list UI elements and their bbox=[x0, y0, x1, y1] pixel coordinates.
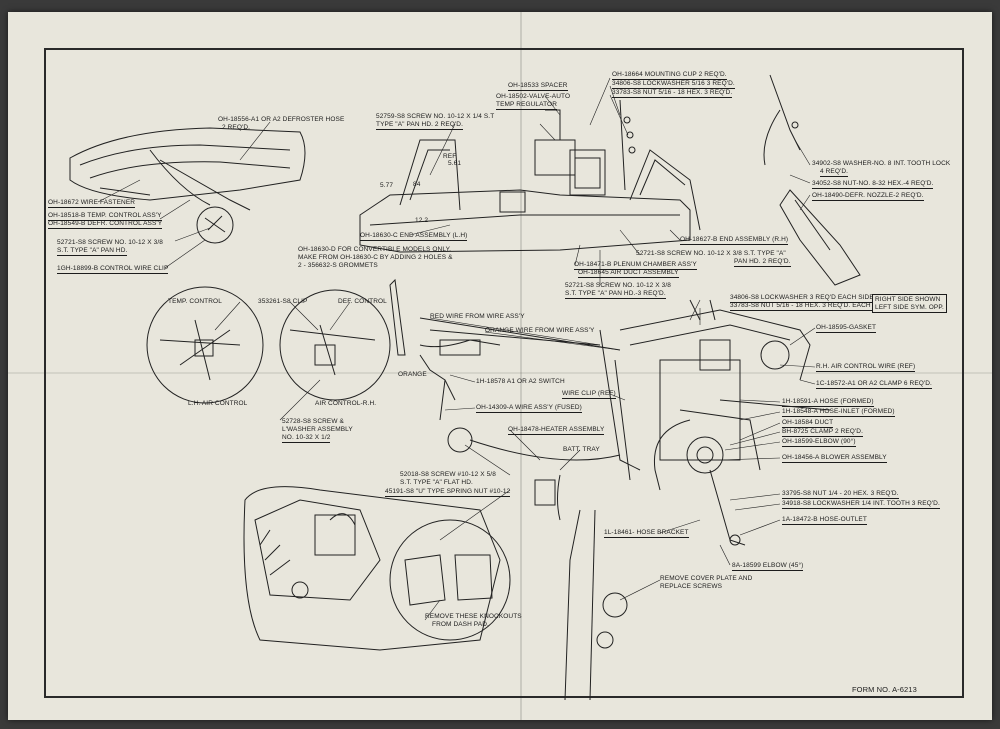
leader-lines bbox=[97, 77, 816, 621]
label-blower: OH-18456-A BLOWER ASSEMBLY bbox=[782, 454, 887, 463]
label-red-wire: RED WIRE FROM WIRE ASS'Y bbox=[430, 313, 525, 320]
label-plenum: OH-18471-B PLENUM CHAMBER ASS'Y bbox=[574, 261, 697, 270]
label-clamp-18572: 1C-18572-A1 OR A2 CLAMP 6 REQ'D. bbox=[816, 380, 932, 389]
label-defr-control-assy: OH-18549-B DEFR. CONTROL ASS'Y bbox=[48, 220, 163, 229]
label-lockwasher-34806-b: 34806-S8 LOCKWASHER 3 REQ'D EACH SIDE bbox=[730, 294, 874, 303]
label-nut-45191: 45191-S8 "U" TYPE SPRING NUT #10-12 bbox=[385, 488, 511, 497]
label-temp-control-assy: OH-18518-B TEMP. CONTROL ASS'Y bbox=[48, 212, 162, 221]
label-switch: 1H-18578 A1 OR A2 SWITCH bbox=[476, 378, 565, 385]
label-hose-bracket: 1L-18461- HOSE BRACKET bbox=[604, 529, 689, 538]
label-end-assy-lh: OH-18630-C END ASSEMBLY (L.H) bbox=[360, 232, 468, 241]
label-control-wire-clip: 1GH-18899-B CONTROL WIRE CLIP bbox=[57, 265, 169, 274]
label-ref: REF bbox=[443, 153, 457, 160]
label-screw-52728: 52728-S8 SCREW & bbox=[282, 418, 344, 425]
label-wire-clip-ref: WIRE CLIP (REF) bbox=[562, 390, 616, 399]
label-ref-561: 5.61 bbox=[448, 160, 462, 167]
label-nut-33783-b: 33783-S8 NUT 5/16 - 18 HEX. 3 REQ'D. EAC… bbox=[730, 302, 889, 311]
label-lockwasher-34806: 34806-S8 LOCKWASHER 5/16 3 REQ'D. bbox=[612, 80, 735, 89]
switch-wiring-drawing bbox=[389, 278, 621, 521]
label-duct: OH-18584 DUCT bbox=[782, 419, 834, 428]
label-screw-52728-3: NO. 10-32 X 1/2 bbox=[282, 434, 331, 443]
label-hose-outlet: 1A-18472-B HOSE-OUTLET bbox=[782, 516, 867, 525]
label-elbow-90: OH-18599-ELBOW (90°) bbox=[782, 438, 856, 447]
label-temp-regulator: TEMP REGULATOR bbox=[496, 101, 557, 110]
label-batt-tray: BATT. TRAY bbox=[563, 446, 600, 453]
label-screw-52721-a: 52721-S8 SCREW NO. 10-12 X 3/8 bbox=[57, 239, 163, 246]
label-orange-wire: ORANGE WIRE FROM WIRE ASS'Y bbox=[485, 327, 595, 334]
label-valve-auto: OH-18502-VALVE-AUTO bbox=[496, 93, 571, 100]
label-air-control-rh: AIR CONTROL-R.H. bbox=[315, 400, 377, 407]
label-wire-assy-fused: OH-14309-A WIRE ASS'Y (FUSED) bbox=[476, 404, 582, 413]
label-convertible-3: 2 - 356632-S GROMMETS bbox=[298, 262, 378, 269]
label-rh-air-control-wire: R.H. AIR CONTROL WIRE (REF) bbox=[816, 363, 916, 372]
label-remove-cover-1: REMOVE COVER PLATE AND bbox=[660, 575, 753, 582]
label-convertible-2: MAKE FROM OH-18630-C BY ADDING 2 HOLES & bbox=[298, 254, 453, 261]
detail-circle-def-control bbox=[279, 289, 391, 401]
label-left-side-sym: LEFT SIDE SYM. OPP. bbox=[875, 303, 944, 311]
label-screw-52721-a2: S.T. TYPE "A" PAN HD. bbox=[57, 247, 128, 256]
label-convertible-1: OH-18630-D FOR CONVERTIBLE MODELS ONLY. bbox=[298, 246, 452, 253]
label-screw-52721-c: 52721-S8 SCREW NO. 10-12 X 3/8 bbox=[565, 282, 671, 289]
label-lh-air-control: L.H. AIR CONTROL bbox=[188, 400, 248, 407]
label-temp-control: TEMP. CONTROL bbox=[168, 298, 222, 305]
label-heater-assembly: OH-18478-HEATER ASSEMBLY bbox=[508, 426, 605, 435]
label-defroster-hose-qty: 2 REQ'D. bbox=[222, 124, 251, 131]
label-screw-52759-2: TYPE "A" PAN HD. 2 REQ'D. bbox=[376, 121, 463, 130]
label-screw-52018-2: S.T. TYPE "A" FLAT HD. bbox=[400, 479, 473, 486]
label-washer-34902: 34902-S8 WASHER-NO. 8 INT. TOOTH LOCK bbox=[812, 160, 951, 167]
label-spacer: OH-18533 SPACER bbox=[508, 82, 568, 91]
detail-circle-clip bbox=[196, 206, 234, 244]
label-form-no: FORM NO. A-6213 bbox=[852, 685, 917, 694]
label-def-control: DEF. CONTROL bbox=[338, 298, 387, 305]
label-screw-52721-b2: PAN HD. 2 REQ'D. bbox=[734, 258, 791, 267]
label-air-duct: OH-18645 AIR DUCT ASSEMBLY bbox=[578, 269, 679, 278]
label-screw-52721-b: 52721-S8 SCREW NO. 10-12 X 3/8 S.T. TYPE… bbox=[636, 250, 786, 257]
label-ref-577: 5.77 bbox=[380, 182, 394, 189]
label-knockouts-1: REMOVE THESE KNOCKOUTS bbox=[425, 613, 522, 620]
label-nut-33795: 33795-S8 NUT 1/4 - 20 HEX. 3 REQ'D. bbox=[782, 490, 899, 499]
label-screw-52018: 52018-S8 SCREW #10-12 X 5/8 bbox=[400, 471, 496, 478]
label-right-side-shown: RIGHT SIDE SHOWN bbox=[875, 296, 941, 303]
label-washer-34902-qty: 4 REQ'D. bbox=[820, 168, 849, 177]
label-elbow-45: 8A-18599 ELBOW (45°) bbox=[732, 562, 804, 571]
label-wire-fastener: OH-18672 WIRE FASTENER bbox=[48, 199, 136, 208]
label-screw-52728-2: L'WASHER ASSEMBLY bbox=[282, 426, 353, 433]
label-end-assy-rh: OH-18627-B END ASSEMBLY (R.H) bbox=[680, 236, 789, 245]
label-screw-52721-c2: S.T. TYPE "A" PAN HD.-3 REQ'D. bbox=[565, 290, 666, 299]
dash-panel-drawing bbox=[243, 486, 501, 651]
heater-blower-drawing bbox=[564, 299, 831, 701]
horizontal-fold-line bbox=[8, 372, 992, 374]
label-remove-cover-2: REPLACE SCREWS bbox=[660, 583, 723, 590]
label-clamp-8725: BH-8725 CLAMP 2 REQ'D. bbox=[782, 428, 863, 437]
label-gasket: OH-18595-GASKET bbox=[816, 324, 877, 333]
label-hose-inlet: 1H-18548-A HOSE-INLET (FORMED) bbox=[782, 408, 895, 417]
label-defr-nozzle: OH-18490-DEFR. NOZZLE-2 REQ'D. bbox=[812, 192, 924, 201]
label-lockwasher-34918: 34918-S8 LOCKWASHER 1/4 INT. TOOTH 3 REQ… bbox=[782, 500, 940, 509]
label-orange: ORANGE bbox=[398, 371, 427, 378]
detail-circle-lh-control bbox=[146, 286, 264, 404]
label-ref-122: 12.2 bbox=[415, 217, 429, 224]
detail-circle-knockouts bbox=[389, 519, 511, 641]
label-clip-353261: 353261-S8 CLIP bbox=[258, 298, 308, 305]
label-hose-formed: 1H-18591-A HOSE (FORMED) bbox=[782, 398, 874, 407]
label-mounting-cup: OH-18664 MOUNTING CUP 2 REQ'D. bbox=[612, 71, 727, 80]
plenum-chamber-drawing bbox=[359, 99, 701, 253]
label-screw-52759: 52759-S8 SCREW NO. 10-12 X 1/4 S.T bbox=[376, 113, 495, 120]
dash-defroster-drawing bbox=[69, 127, 306, 211]
diagram-border bbox=[44, 48, 964, 698]
vertical-fold-line bbox=[520, 12, 522, 720]
label-ref-84: 84 bbox=[413, 181, 421, 188]
label-nut-33783: 33783-S8 NUT 5/16 - 18 HEX. 3 REQ'D. bbox=[612, 89, 733, 98]
label-nut-34052: 34052-S8 NUT-NO. 8-32 HEX.-4 REQ'D. bbox=[812, 180, 934, 189]
label-knockouts-2: FROM DASH PAD. bbox=[432, 621, 489, 628]
label-defroster-hose: OH-18556-A1 OR A2 DEFROSTER HOSE bbox=[218, 116, 345, 123]
